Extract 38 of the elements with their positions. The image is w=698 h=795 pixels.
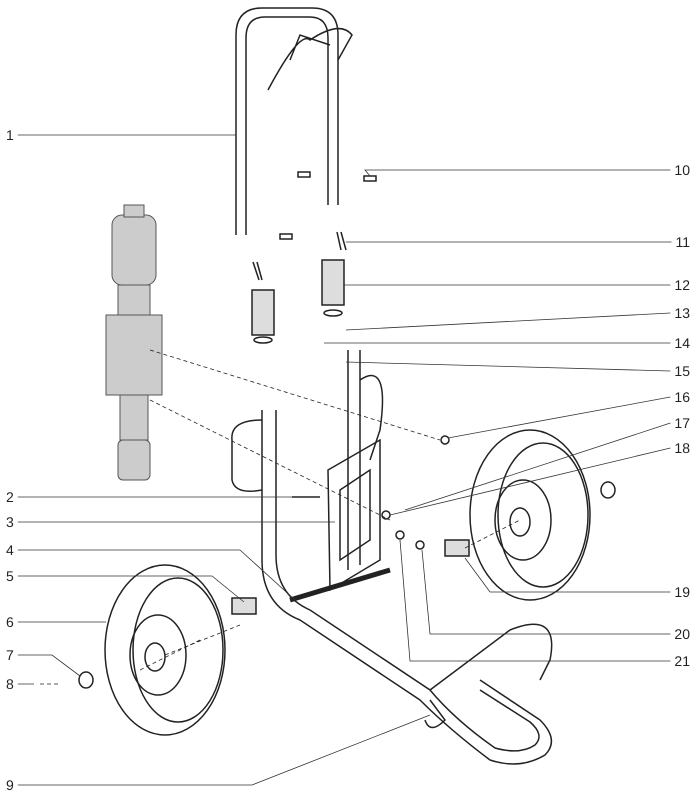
leader-line [17, 714, 430, 786]
leader-line [17, 496, 292, 498]
callout-number: 20 [674, 626, 690, 642]
leader-line [17, 550, 296, 600]
leader-line [400, 540, 671, 662]
leader-line [364, 170, 671, 176]
leader-line [324, 342, 671, 344]
callout-number: 7 [6, 647, 14, 663]
leader-line [448, 396, 671, 438]
callout-number: 1 [6, 127, 14, 143]
callout-number: 12 [674, 277, 690, 293]
callout-number: 13 [674, 305, 690, 321]
callout-number: 3 [6, 514, 14, 530]
callout-number: 9 [6, 777, 14, 793]
callout-number: 21 [674, 653, 690, 669]
leader-line [404, 422, 671, 510]
leader-line [346, 362, 671, 372]
callout-number: 15 [674, 363, 690, 379]
leader-line [390, 448, 671, 516]
leader-line [346, 312, 671, 330]
callout-number: 17 [674, 415, 690, 431]
leader-line [344, 284, 671, 286]
callout-number: 4 [6, 542, 14, 558]
leader-line [17, 576, 244, 602]
callout-number: 18 [674, 440, 690, 456]
callout-number: 16 [674, 389, 690, 405]
callout-number: 2 [6, 489, 14, 505]
leader-line [17, 134, 236, 136]
callout-number: 8 [6, 676, 14, 692]
leader-line [464, 558, 671, 592]
callout-number: 5 [6, 568, 14, 584]
callout-number: 6 [6, 614, 14, 630]
leader-line [17, 654, 80, 676]
leader-line [422, 550, 671, 634]
callout-number: 11 [675, 234, 690, 250]
callout-number: 14 [674, 335, 690, 351]
callout-number: 10 [674, 162, 690, 178]
callout-number: 19 [674, 584, 690, 600]
